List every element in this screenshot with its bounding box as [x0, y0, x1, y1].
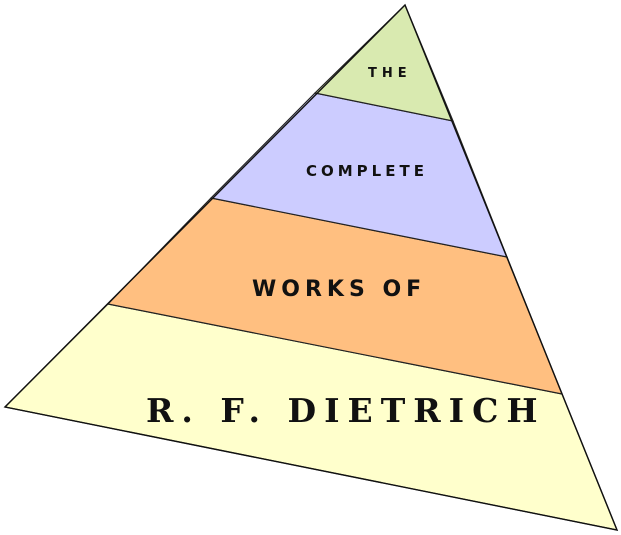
- pyramid-label-works-of: WORKS OF: [252, 277, 426, 302]
- pyramid-label-complete: COMPLETE: [306, 162, 428, 180]
- pyramid-outline: [3, 3, 619, 531]
- pyramid-label-the: THE: [368, 66, 412, 81]
- pyramid-label-author: R. F. DIETRICH: [146, 391, 546, 430]
